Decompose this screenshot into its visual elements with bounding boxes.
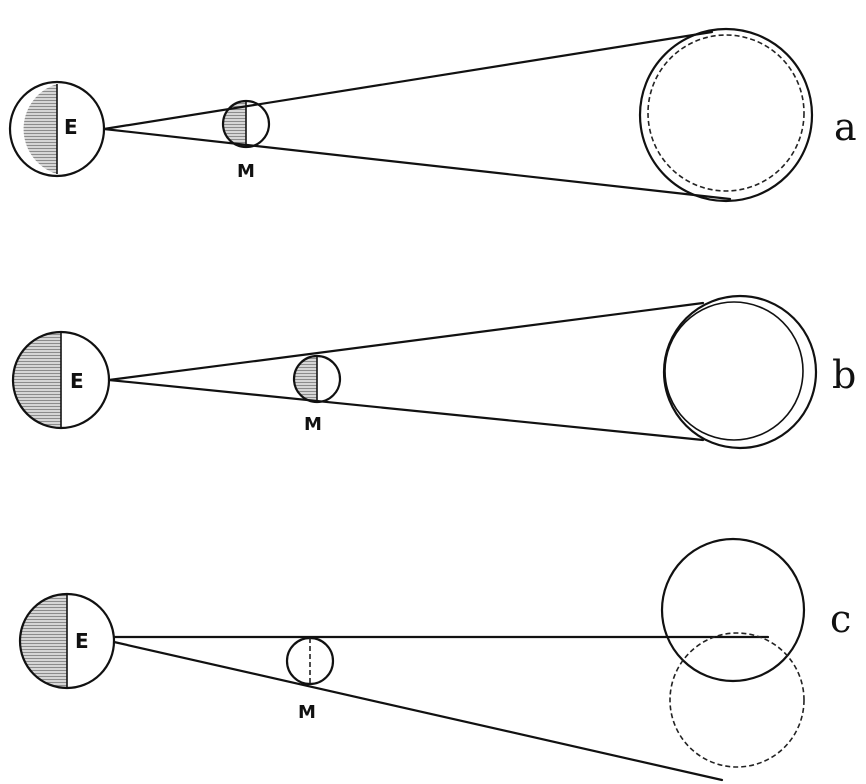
moon-night-side xyxy=(223,101,246,147)
moon-circle xyxy=(285,636,335,686)
upper-sight-line xyxy=(107,301,705,382)
sun xyxy=(638,27,814,203)
panel-b: E M b xyxy=(11,294,856,450)
panel-letter-c: c xyxy=(830,597,851,641)
earth: E xyxy=(11,330,111,430)
moon-night-side xyxy=(294,356,317,402)
earth-night-side xyxy=(13,332,61,428)
lower-sight-line xyxy=(112,640,724,782)
moon: M xyxy=(221,99,271,182)
earth-night-side xyxy=(20,594,67,688)
moon-label: M xyxy=(237,161,255,182)
upper-sight-line xyxy=(102,30,714,131)
moon-disk-outline xyxy=(669,632,805,768)
moon-disk-outline xyxy=(647,34,805,192)
sun-outer-circle xyxy=(662,294,818,450)
moon-disk-outline xyxy=(664,301,804,441)
moon-label: M xyxy=(298,702,316,723)
sun-outer-circle xyxy=(638,27,814,203)
sun-circle xyxy=(660,537,806,683)
panel-letter-a: a xyxy=(834,105,857,149)
moon-disk xyxy=(669,632,805,768)
panel-a: E M a xyxy=(8,27,857,203)
earth-label: E xyxy=(64,115,78,139)
panel-letter-b: b xyxy=(832,353,856,397)
lower-sight-line xyxy=(102,127,732,201)
moon: M xyxy=(285,636,335,723)
sun xyxy=(660,537,806,683)
earth-label: E xyxy=(70,369,84,393)
sun xyxy=(662,294,818,450)
earth-night-side xyxy=(23,84,58,174)
moon: M xyxy=(292,354,342,435)
earth: E xyxy=(8,80,106,178)
moon-label: M xyxy=(304,414,322,435)
earth: E xyxy=(18,592,116,690)
earth-label: E xyxy=(75,629,89,653)
lower-sight-line xyxy=(107,378,705,442)
panel-c: E M c xyxy=(18,537,851,782)
